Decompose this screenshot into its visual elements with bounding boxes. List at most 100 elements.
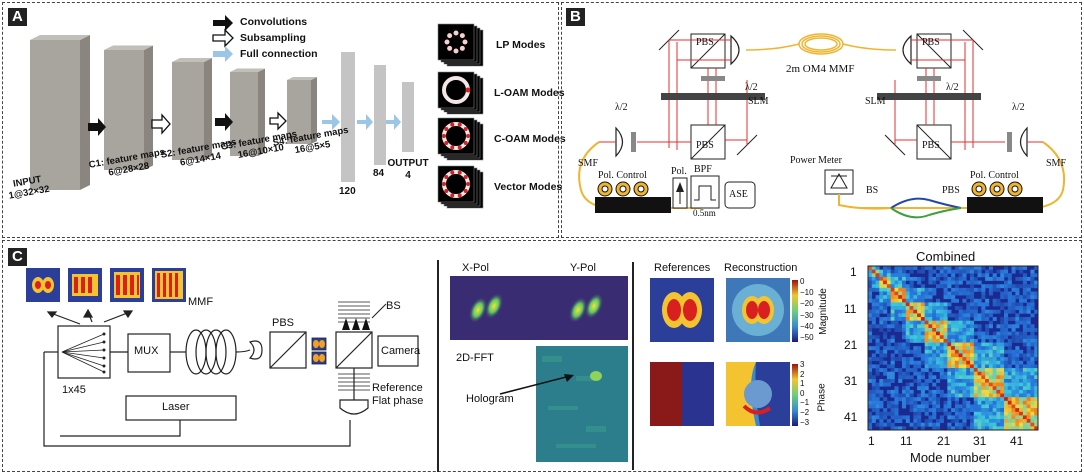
heatmap-cell xyxy=(936,338,941,343)
heatmap-cell xyxy=(1007,302,1012,307)
heatmap-cell xyxy=(1026,404,1031,409)
heatmap-cell xyxy=(924,317,929,321)
mode-label-lp: LP Modes xyxy=(496,39,546,51)
heatmap-cell xyxy=(936,426,941,431)
heatmap-cell xyxy=(1019,295,1024,300)
heatmap-cell xyxy=(951,349,956,354)
heatmap-cell xyxy=(924,400,929,405)
heatmap-cell xyxy=(973,415,978,420)
heatmap-cell xyxy=(886,269,891,274)
power-meter-label: Power Meter xyxy=(790,155,842,166)
c3-layer-side xyxy=(258,68,265,156)
heatmap-cell xyxy=(981,360,986,365)
heatmap-cell xyxy=(879,415,884,420)
heatmap-cell xyxy=(970,357,975,362)
heatmap-cell xyxy=(992,411,997,416)
heatmap-cell xyxy=(928,291,933,296)
heatmap-cell xyxy=(1026,382,1031,387)
heatmap-cell xyxy=(886,302,891,307)
heatmap-cell xyxy=(894,276,899,281)
heatmap-cell xyxy=(947,324,952,329)
heatmap-cell xyxy=(875,408,880,413)
heatmap-cell xyxy=(1015,357,1020,362)
heatmap-cell xyxy=(928,295,933,300)
heatmap-cell xyxy=(932,368,937,372)
heatmap-ytick-41: 41 xyxy=(844,410,858,424)
heatmap-cell xyxy=(1030,364,1035,369)
heatmap-cell xyxy=(875,397,880,402)
heatmap-cell xyxy=(902,317,907,321)
heatmap-cell xyxy=(920,298,925,303)
heatmap-cell xyxy=(981,389,986,394)
heatmap-cell xyxy=(936,276,941,281)
heatmap-cell xyxy=(913,411,918,416)
heatmap-cell xyxy=(936,324,941,329)
heatmap-cell xyxy=(1007,389,1012,394)
heatmap-cell xyxy=(898,349,903,354)
heatmap-cell xyxy=(902,306,907,311)
heatmap-cell xyxy=(905,331,910,336)
heatmap-cell xyxy=(970,389,975,394)
heatmap-cell xyxy=(917,298,922,303)
heatmap-cell xyxy=(985,309,990,314)
heatmap-xtick-11: 11 xyxy=(900,434,913,448)
heatmap-cell xyxy=(909,357,914,362)
heatmap-cell xyxy=(962,368,967,372)
heatmap-cell xyxy=(966,287,971,292)
heatmap-cell xyxy=(886,400,891,405)
heatmap-cell xyxy=(943,408,948,413)
xpol-label: X-Pol xyxy=(462,262,489,274)
heatmap-cell xyxy=(977,349,982,354)
heatmap-cell xyxy=(1022,404,1027,409)
heatmap-cell xyxy=(902,280,907,285)
heatmap-cell xyxy=(928,415,933,420)
heatmap-cell xyxy=(1011,426,1016,431)
heatmap-cell xyxy=(1015,346,1020,351)
heatmap-cell xyxy=(958,331,963,336)
heatmap-cell xyxy=(966,426,971,431)
heatmap-cell xyxy=(981,400,986,405)
heatmap-cell xyxy=(1026,389,1031,394)
heatmap-cell xyxy=(1030,360,1035,365)
heatmap-cell xyxy=(871,393,876,398)
heatmap-cell xyxy=(970,324,975,329)
magnitude-ticks: 0−10−20 −30−40−50 xyxy=(800,277,814,343)
heatmap-ytick-1: 1 xyxy=(850,265,857,279)
heatmap-cell xyxy=(970,276,975,281)
heatmap-cell xyxy=(985,324,990,329)
heatmap-cell xyxy=(981,353,986,358)
heatmap-cell xyxy=(917,276,922,281)
heatmap-cell xyxy=(890,346,895,351)
heatmap-cell xyxy=(1034,404,1039,409)
heatmap-cell xyxy=(1015,364,1020,369)
heatmap-cell xyxy=(988,287,993,292)
heatmap-cell xyxy=(1019,309,1024,314)
heatmap-cell xyxy=(1000,335,1005,340)
heatmap-cell xyxy=(924,368,929,372)
heatmap-cell xyxy=(868,400,873,405)
heatmap-cell xyxy=(909,422,914,427)
heatmap-cell xyxy=(1019,397,1024,402)
heatmap-cell xyxy=(943,309,948,314)
heatmap-cell xyxy=(947,331,952,336)
heatmap-cell xyxy=(909,284,914,289)
heatmap-cell xyxy=(1019,353,1024,358)
laser-label: Laser xyxy=(162,401,190,413)
heatmap-cell xyxy=(928,313,933,318)
heatmap-cell xyxy=(1004,342,1009,347)
heatmap-cell xyxy=(890,415,895,420)
heatmap-cell xyxy=(875,371,880,376)
heatmap-cell xyxy=(879,382,884,387)
heatmap-cell xyxy=(970,426,975,431)
heatmap-cell xyxy=(954,419,959,424)
heatmap-cell xyxy=(939,393,944,398)
heatmap-cell xyxy=(977,422,982,427)
heatmap-cell xyxy=(894,291,899,296)
optical-setup-c xyxy=(43,260,439,472)
heatmap-cell xyxy=(932,346,937,351)
heatmap-cell xyxy=(962,353,967,358)
heatmap-cell xyxy=(1022,400,1027,405)
heatmap-cell xyxy=(954,382,959,387)
heatmap-cell xyxy=(973,349,978,354)
